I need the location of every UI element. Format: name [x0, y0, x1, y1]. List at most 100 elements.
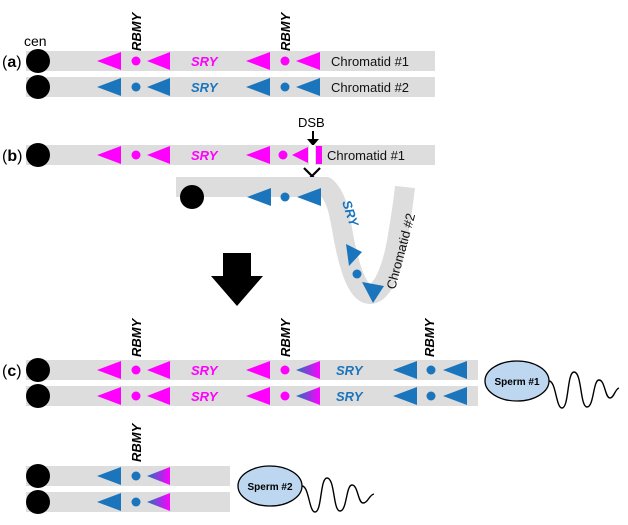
blue-marker	[131, 497, 141, 507]
magenta-repeat-fragment	[316, 146, 322, 164]
blue-marker	[131, 82, 141, 92]
blue-repeat-arrow	[297, 188, 321, 206]
blue-repeat-arrow	[247, 188, 271, 206]
sry-label: SRY	[191, 80, 219, 95]
magenta-repeat-arrow	[97, 146, 121, 164]
magenta-marker	[131, 365, 141, 375]
magenta-repeat-arrow	[147, 52, 170, 70]
panel-b: (b) DSB SRY Chromatid #1	[2, 115, 435, 304]
chromatid-bar	[26, 492, 230, 512]
recombinant-chromatid-short	[26, 464, 230, 488]
centromere	[26, 75, 50, 99]
sperm-2-label: Sperm #2	[247, 482, 292, 493]
recombinant-chromatid-long: SRY SRY	[26, 358, 478, 382]
magenta-repeat-arrow-cut	[292, 147, 308, 163]
magenta-repeat-arrow	[246, 361, 270, 379]
magenta-marker	[280, 391, 290, 401]
rbmy-label: RBMY	[129, 11, 144, 51]
hybrid-repeat-arrow	[147, 467, 170, 485]
blue-repeat-arrow	[296, 78, 320, 96]
magenta-marker	[280, 56, 290, 66]
blue-repeat-arrow	[147, 78, 170, 96]
panel-b-label: (b)	[2, 148, 22, 165]
chromatid-1-label: Chromatid #1	[331, 54, 409, 69]
centromere-label: cen	[24, 33, 47, 49]
chromatid-bar	[26, 51, 435, 71]
centromere	[26, 49, 50, 73]
rbmy-label: RBMY	[129, 317, 144, 357]
break-gap	[309, 145, 315, 165]
magenta-repeat-arrow	[246, 146, 270, 164]
sry-label: SRY	[191, 363, 219, 378]
magenta-marker	[131, 391, 141, 401]
transition-arrow	[211, 253, 263, 306]
rbmy-label: RBMY	[129, 422, 144, 462]
blue-repeat-arrow	[362, 282, 384, 303]
blue-marker	[426, 391, 436, 401]
blue-repeat-arrow	[393, 387, 417, 405]
chromatid-1-broken: SRY Chromatid #1	[26, 143, 435, 167]
panel-a-label: (a)	[2, 54, 22, 71]
centromere	[26, 143, 50, 167]
blue-marker	[426, 365, 436, 375]
rbmy-label: RBMY	[278, 11, 293, 51]
chromatid-bar	[176, 177, 415, 304]
chromatid-1: SRY Chromatid #1	[26, 49, 435, 73]
chromatid-bar	[26, 77, 435, 97]
magenta-marker	[278, 150, 288, 160]
hybrid-repeat-arrow	[147, 493, 170, 511]
chromatid-bar	[26, 145, 435, 165]
rbmy-label: RBMY	[422, 317, 437, 357]
sry-label: SRY	[336, 363, 364, 378]
blue-marker	[280, 192, 290, 202]
panel-c: (c) RBMY RBMY RBMY SRY SRY SRY	[2, 317, 620, 514]
sperm-2: Sperm #2	[237, 465, 375, 513]
centromere	[180, 185, 204, 209]
magenta-repeat-arrow	[97, 387, 121, 405]
rbmy-label: RBMY	[278, 317, 293, 357]
sperm-tail	[548, 371, 620, 409]
dsb-arrow-head	[307, 139, 319, 146]
magenta-marker	[131, 150, 141, 160]
magenta-repeat-arrow	[296, 52, 320, 70]
magenta-repeat-arrow	[246, 52, 270, 70]
sry-label: SRY	[336, 389, 364, 404]
blue-repeat-arrow	[443, 361, 467, 379]
sperm-1-label: Sperm #1	[494, 377, 539, 388]
blue-repeat-arrow	[346, 244, 362, 266]
blue-repeat-arrow	[97, 493, 121, 511]
magenta-marker	[131, 56, 141, 66]
sry-label: SRY	[191, 148, 219, 163]
centromere	[26, 384, 50, 408]
blue-repeat-arrow	[246, 78, 270, 96]
blue-marker	[352, 269, 362, 279]
sry-label: SRY	[191, 389, 219, 404]
sperm-tail	[301, 477, 375, 513]
chromatid-2-label: Chromatid #2	[331, 80, 409, 95]
magenta-marker	[280, 365, 290, 375]
blue-marker	[280, 82, 290, 92]
sperm-1: Sperm #1	[484, 360, 620, 409]
magenta-repeat-arrow	[97, 361, 121, 379]
dsb-label: DSB	[298, 115, 325, 130]
magenta-repeat-arrow	[246, 387, 270, 405]
panel-c-label: (c)	[2, 363, 22, 380]
recombinant-chromatid-short	[26, 490, 230, 514]
magenta-repeat-arrow	[97, 52, 121, 70]
chromatid-2-looped: SRY Chromatid #2	[176, 177, 418, 304]
blue-marker	[131, 471, 141, 481]
recombinant-chromatid-long: SRY SRY	[26, 384, 478, 408]
chromatid-1-label: Chromatid #1	[327, 148, 405, 163]
magenta-repeat-arrow	[147, 361, 170, 379]
centromere	[26, 490, 50, 514]
chromatid-2: SRY Chromatid #2	[26, 75, 435, 99]
centromere	[26, 464, 50, 488]
blue-repeat-arrow	[97, 467, 121, 485]
blue-repeat-arrow	[97, 78, 121, 96]
magenta-repeat-arrow	[147, 387, 170, 405]
blue-repeat-arrow	[443, 387, 467, 405]
hybrid-repeat-arrow	[296, 387, 320, 405]
panel-a: cen (a) RBMY RBMY SRY Chromatid #1 SRY	[2, 11, 435, 99]
sry-label: SRY	[191, 54, 219, 69]
